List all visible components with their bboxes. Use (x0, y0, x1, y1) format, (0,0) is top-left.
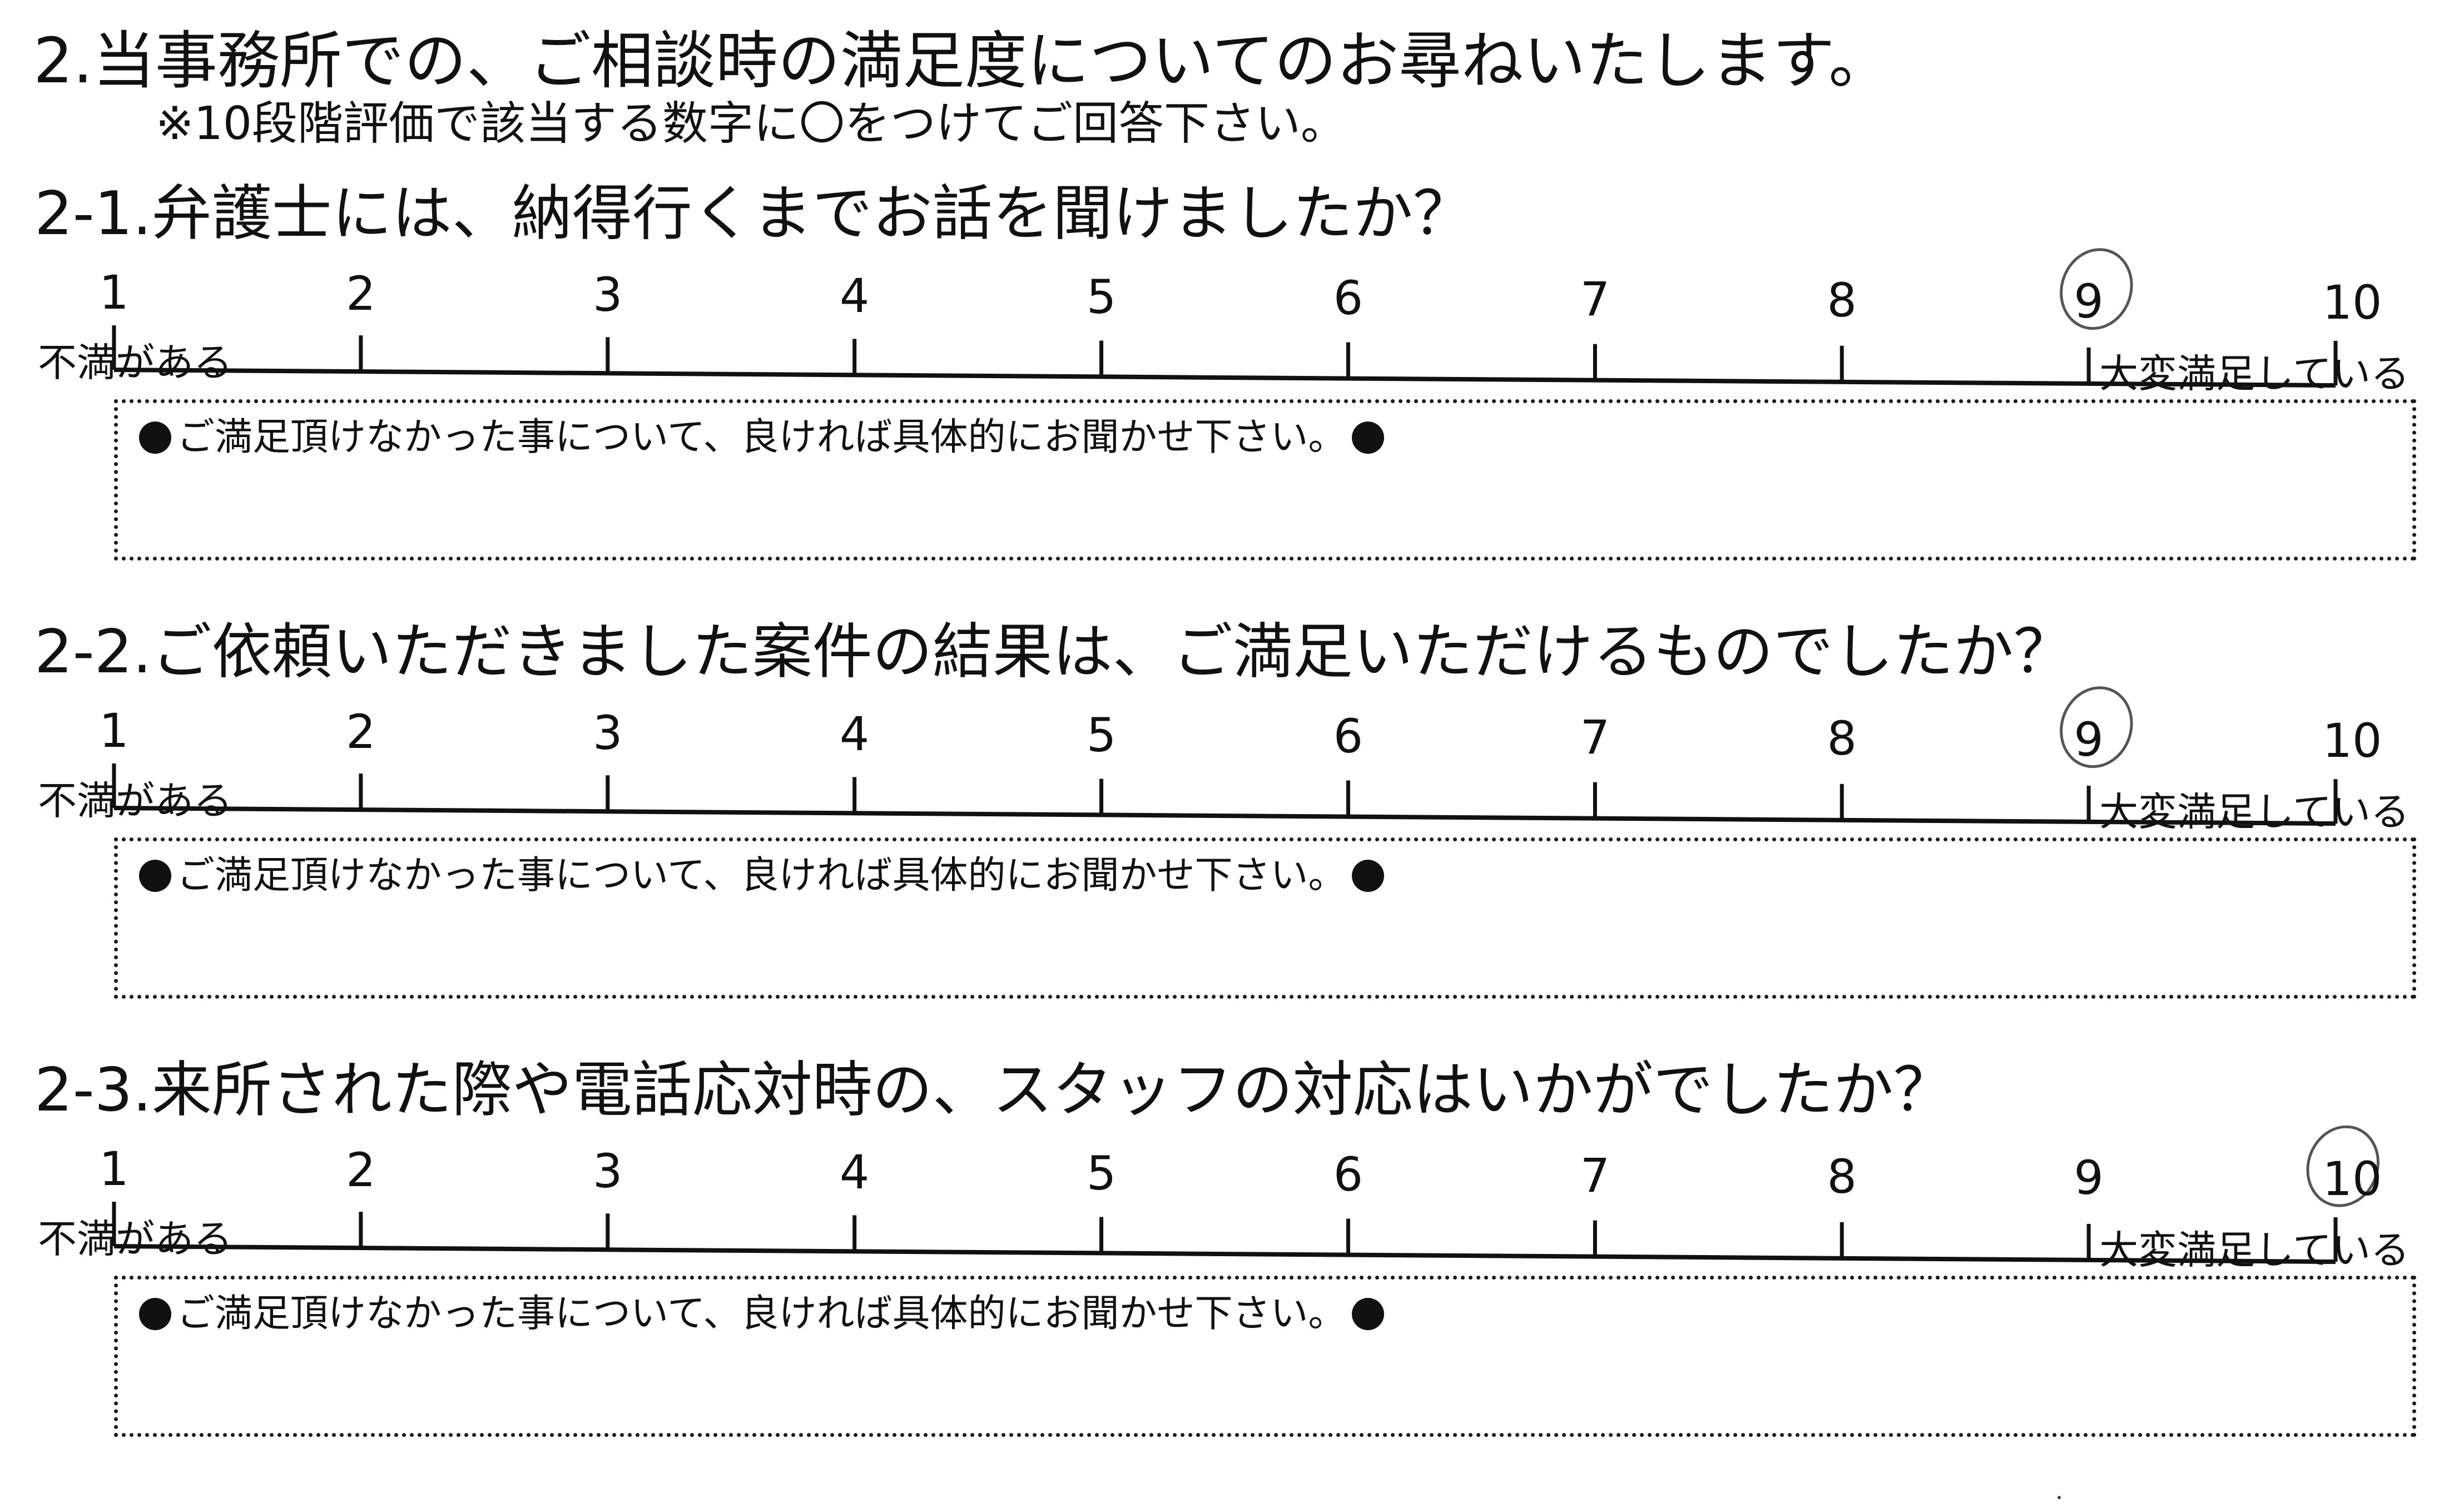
comment-prompt: ご満足頂けなかった事について、良ければ具体的にお聞かせ下さい。 (133, 414, 1390, 461)
scale-high-label: 大変満足している (2099, 1227, 2410, 1273)
scale-baseline (113, 806, 2336, 826)
comment-prompt: ご満足頂けなかった事について、良ければ具体的にお聞かせ下さい。 (133, 1291, 1390, 1337)
rating-scale[interactable]: 不満がある 大変満足している 1 2 3 4 5 6 7 8 9 10 (0, 686, 2454, 835)
scale-tick-label[interactable]: 4 (839, 707, 870, 761)
question-text: 2-3.来所された際や電話応対時の、スタッフの対応はいかがでしたか？ (34, 1055, 1954, 1125)
scale-tick-label[interactable]: 4 (839, 269, 870, 323)
comment-prompt: ご満足頂けなかった事について、良ければ具体的にお聞かせ下さい。 (133, 852, 1390, 899)
scale-low-label: 不満がある (38, 1216, 232, 1262)
scale-tick-label[interactable]: 4 (839, 1145, 870, 1199)
scale-tick-label[interactable]: 6 (1333, 271, 1364, 325)
scale-tick-label[interactable]: 7 (1580, 710, 1610, 765)
section-instructions: ※10段階評価で該当する数字に〇をつけてご回答下さい。 (156, 97, 1347, 150)
question-text: 2-1.弁護士には、納得行くまでお話を聞けましたか？ (34, 179, 1473, 249)
scale-baseline (113, 1244, 2336, 1264)
scale-tick-label[interactable]: 10 (2322, 713, 2382, 768)
question-2-3: 2-3.来所された際や電話応対時の、スタッフの対応はいかがでしたか？ 不満がある… (0, 1054, 2454, 1488)
scale-tick-label[interactable]: 9 (2074, 274, 2104, 329)
scale-tick-label[interactable]: 9 (2074, 1151, 2104, 1205)
scale-line-graphic (112, 248, 2338, 388)
scale-tick-label[interactable]: 8 (1827, 711, 1857, 766)
bullet-icon (139, 422, 171, 454)
bullet-icon (1351, 422, 1384, 454)
bullet-icon (139, 1298, 171, 1330)
bullet-icon (139, 860, 171, 892)
bullet-icon (1351, 860, 1384, 892)
scale-low-label: 不満がある (38, 778, 232, 824)
scale-tick-label[interactable]: 8 (1827, 1149, 1857, 1204)
scale-tick-label[interactable]: 10 (2322, 275, 2382, 330)
scale-tick-label[interactable]: 1 (99, 1142, 129, 1196)
scale-tick-label[interactable]: 9 (2074, 712, 2104, 767)
comment-box[interactable]: ご満足頂けなかった事について、良ければ具体的にお聞かせ下さい。 (114, 1276, 2416, 1437)
scale-tick-label[interactable]: 6 (1333, 709, 1364, 764)
question-2-1: 2-1.弁護士には、納得行くまでお話を聞けましたか？ 不満がある 大変満足してい… (0, 178, 2454, 612)
comment-box[interactable]: ご満足頂けなかった事について、良ければ具体的にお聞かせ下さい。 (114, 837, 2416, 999)
scale-tick-label[interactable]: 5 (1086, 708, 1117, 762)
scale-tick-label[interactable]: 6 (1333, 1147, 1364, 1202)
scale-line-graphic (112, 686, 2338, 826)
scale-tick-label[interactable]: 2 (346, 1143, 376, 1197)
scale-high-label: 大変満足している (2099, 351, 2410, 396)
question-text: 2-2.ご依頼いただきました案件の結果は、ご満足いただけるものでしたか？ (34, 617, 2074, 687)
scale-tick-label[interactable]: 3 (593, 267, 623, 322)
scale-tick-label[interactable]: 3 (593, 1144, 623, 1198)
scale-baseline (113, 368, 2336, 388)
scale-tick-label[interactable]: 10 (2322, 1152, 2382, 1206)
scale-tick-label[interactable]: 1 (99, 703, 129, 758)
rating-scale[interactable]: 不満がある 大変満足している 1 2 3 4 5 6 7 8 9 10 (0, 248, 2454, 396)
scale-tick-label[interactable]: 5 (1086, 270, 1117, 324)
comment-prompt-text: ご満足頂けなかった事について、良ければ具体的にお聞かせ下さい。 (177, 854, 1346, 898)
question-2-2: 2-2.ご依頼いただきました案件の結果は、ご満足いただけるものでしたか？ 不満が… (0, 616, 2454, 1050)
selected-circle-mark (2060, 248, 2133, 330)
comment-box[interactable]: ご満足頂けなかった事について、良ければ具体的にお聞かせ下さい。 (114, 399, 2416, 561)
scale-line-graphic (112, 1125, 2379, 1264)
scale-high-label: 大変満足している (2099, 789, 2410, 835)
scale-tick-label[interactable]: 2 (346, 705, 376, 759)
scale-low-label: 不満がある (38, 340, 232, 385)
scale-tick-label[interactable]: 3 (593, 706, 623, 760)
stray-mark (2058, 1496, 2061, 1499)
scale-tick-label[interactable]: 7 (1580, 1148, 1610, 1203)
bullet-icon (1351, 1298, 1384, 1330)
rating-scale[interactable]: 不満がある 大変満足している 1 2 3 4 5 6 7 8 9 10 (0, 1125, 2454, 1273)
scale-tick-label[interactable]: 8 (1827, 273, 1857, 328)
section-title: 2.当事務所での、ご相談時の満足度についてのお尋ねいたします。 (33, 25, 1891, 97)
scale-tick-label[interactable]: 7 (1580, 272, 1610, 326)
scale-tick-label[interactable]: 2 (346, 266, 376, 321)
comment-prompt-text: ご満足頂けなかった事について、良ければ具体的にお聞かせ下さい。 (177, 1292, 1346, 1336)
scale-tick-label[interactable]: 5 (1086, 1146, 1117, 1201)
comment-prompt-text: ご満足頂けなかった事について、良ければ具体的にお聞かせ下さい。 (177, 415, 1346, 459)
selected-circle-mark (2060, 686, 2133, 769)
scale-tick-label[interactable]: 1 (99, 265, 129, 320)
selected-circle-mark (2306, 1125, 2379, 1207)
